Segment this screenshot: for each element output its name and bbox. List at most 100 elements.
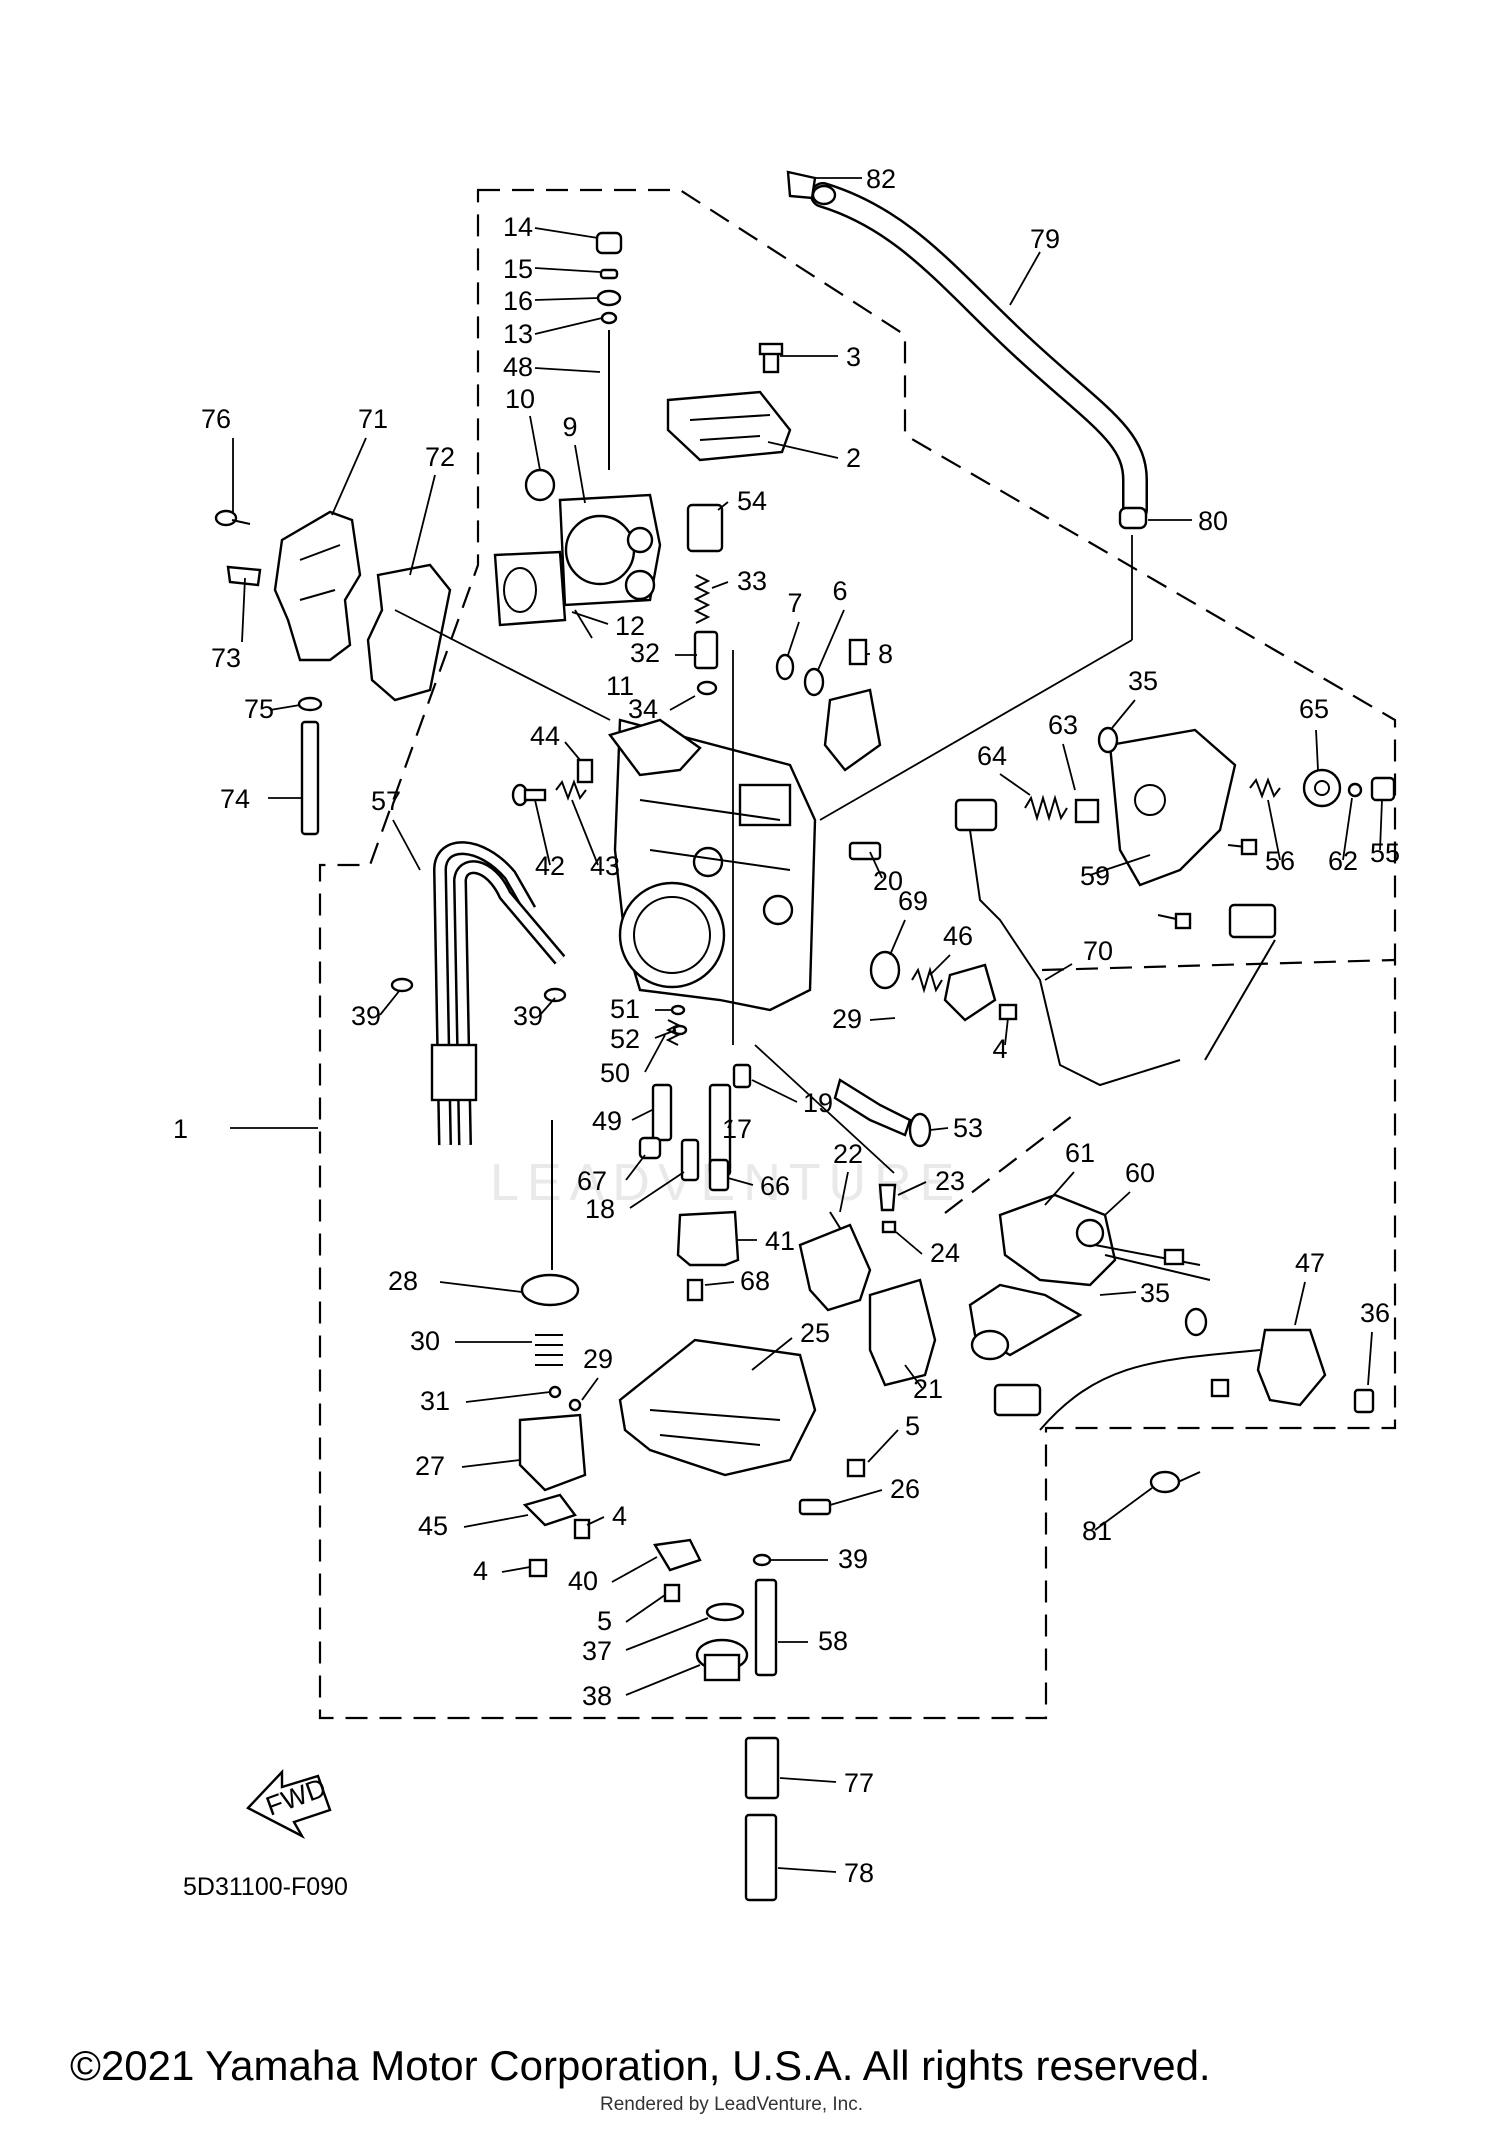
callout-47: 47 xyxy=(1295,1248,1325,1278)
callout-leader-42 xyxy=(534,799,551,866)
callout-leader-20 xyxy=(869,851,883,879)
callout-leader-37 xyxy=(625,1617,709,1651)
callout-29: 29 xyxy=(832,1004,862,1034)
clip-24 xyxy=(881,1220,897,1234)
callout-leader-38 xyxy=(625,1664,701,1696)
callout-58: 58 xyxy=(818,1626,848,1656)
callout-leader-44 xyxy=(564,741,581,761)
callout-leader-35 xyxy=(1111,699,1136,729)
callout-22: 22 xyxy=(833,1139,863,1169)
diagram-code: 5D31100-F090 xyxy=(183,1873,348,1901)
callout-leader-4 xyxy=(586,1516,605,1526)
callout-leader-18 xyxy=(629,1171,685,1209)
callout-53: 53 xyxy=(953,1113,983,1143)
callout-77: 77 xyxy=(844,1768,874,1798)
plug-67 xyxy=(638,1136,662,1160)
callout-leader-21 xyxy=(904,1364,923,1389)
callout-43: 43 xyxy=(590,851,620,881)
callout-leader-73 xyxy=(241,577,246,643)
callout-leader-54 xyxy=(717,501,729,511)
screw-20 xyxy=(848,841,882,861)
callout-49: 49 xyxy=(592,1106,622,1136)
callout-leader-29 xyxy=(581,1377,599,1401)
callout-13: 13 xyxy=(503,319,533,349)
callout-leader-16 xyxy=(534,297,599,301)
screw-59b xyxy=(1157,912,1192,930)
callout-37: 37 xyxy=(582,1636,612,1666)
callout-35: 35 xyxy=(1128,666,1158,696)
bracket-8 xyxy=(823,688,882,772)
plate-45 xyxy=(522,1493,577,1527)
bracket-60 xyxy=(968,1283,1083,1361)
callout-68: 68 xyxy=(740,1266,770,1296)
jet-66 xyxy=(708,1158,730,1192)
spring-30 xyxy=(535,1334,563,1366)
tube-78 xyxy=(744,1813,778,1902)
screw-8 xyxy=(848,638,868,666)
callout-56: 56 xyxy=(1265,846,1295,876)
callout-leader-36 xyxy=(1367,1331,1373,1386)
callout-44: 44 xyxy=(530,721,560,751)
callout-52: 52 xyxy=(610,1024,640,1054)
callout-leader-28 xyxy=(439,1281,523,1293)
fitting-44 xyxy=(576,758,594,784)
callout-36: 36 xyxy=(1360,1298,1390,1328)
hose-clamp-80 xyxy=(1118,506,1148,530)
callout-leader-2 xyxy=(767,441,839,459)
harness-47 xyxy=(993,1328,1327,1431)
o-ring-62 xyxy=(1347,782,1363,798)
cup-41 xyxy=(676,1210,740,1267)
callout-leader-35 xyxy=(1099,1291,1137,1296)
callout-55: 55 xyxy=(1370,838,1400,868)
callout-54: 54 xyxy=(737,486,767,516)
throttle-valve-9 xyxy=(558,493,662,607)
callout-65: 65 xyxy=(1299,694,1329,724)
callout-72: 72 xyxy=(425,442,455,472)
jet-49 xyxy=(651,1083,673,1142)
callout-leader-72 xyxy=(409,474,436,576)
needle-valve-23 xyxy=(878,1183,897,1212)
callout-25: 25 xyxy=(800,1318,830,1348)
assembly-boundary xyxy=(318,188,1397,1720)
screw-76 xyxy=(214,509,251,527)
callout-2: 2 xyxy=(846,443,861,473)
tube-74 xyxy=(300,720,320,836)
callout-76: 76 xyxy=(201,404,231,434)
o-ring-31 xyxy=(548,1385,562,1399)
callout-leader-4 xyxy=(1004,1017,1009,1046)
callout-leader-33 xyxy=(711,581,729,589)
screw-4b xyxy=(573,1518,591,1540)
callout-leader-60 xyxy=(1104,1191,1131,1216)
callout-62: 62 xyxy=(1328,846,1358,876)
knob-65 xyxy=(1302,768,1342,808)
callout-81: 81 xyxy=(1082,1516,1112,1546)
screw-68 xyxy=(686,1278,704,1302)
sensor-46 xyxy=(954,798,1277,1087)
callout-leader-29 xyxy=(869,1017,896,1021)
housing-59 xyxy=(1108,728,1237,887)
callout-leader-77 xyxy=(779,1777,837,1783)
callout-leader-11 xyxy=(574,609,593,639)
needle-jet-54 xyxy=(686,503,724,553)
tube-58 xyxy=(754,1578,778,1677)
callout-38: 38 xyxy=(582,1681,612,1711)
callout-leader-69 xyxy=(889,919,906,956)
callout-64: 64 xyxy=(977,741,1007,771)
plate-11-12 xyxy=(493,550,567,627)
callout-leader-59 xyxy=(1089,854,1151,876)
callout-67: 67 xyxy=(577,1166,607,1196)
cap-69 xyxy=(869,950,901,990)
plate-63 xyxy=(1074,798,1100,824)
callout-60: 60 xyxy=(1125,1158,1155,1188)
spring-43 xyxy=(555,779,587,801)
callout-leader-52 xyxy=(654,1029,677,1039)
screw-4a xyxy=(998,1003,1018,1021)
callout-51: 51 xyxy=(610,994,640,1024)
callout-leader-45 xyxy=(463,1514,529,1528)
callout-leader-40 xyxy=(611,1556,658,1583)
callout-63: 63 xyxy=(1048,710,1078,740)
callout-leader-9 xyxy=(574,444,586,504)
seal-10 xyxy=(524,468,556,502)
callout-20: 20 xyxy=(873,866,903,896)
